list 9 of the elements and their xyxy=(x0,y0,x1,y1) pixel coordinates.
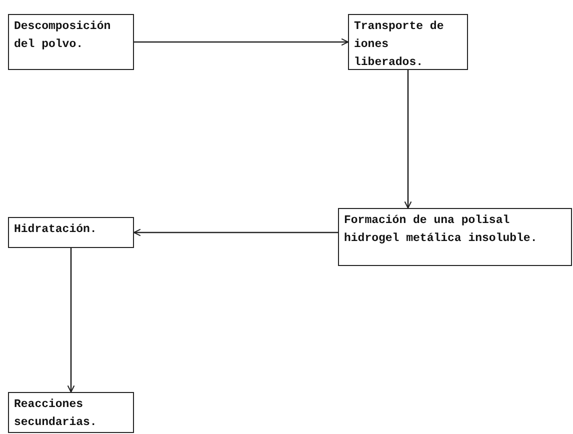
process-box: Hidratación. xyxy=(8,217,134,248)
process-box: Descomposición del polvo. xyxy=(8,14,134,70)
arrow xyxy=(67,248,75,393)
process-box: Formación de una polisal hidrogel metálica insoluble. xyxy=(338,208,572,266)
process-box: Reacciones secundarias. xyxy=(8,392,134,433)
arrow xyxy=(133,228,338,236)
arrow xyxy=(404,70,412,209)
arrow xyxy=(134,38,349,46)
process-box: Transporte de iones liberados. xyxy=(348,14,468,70)
